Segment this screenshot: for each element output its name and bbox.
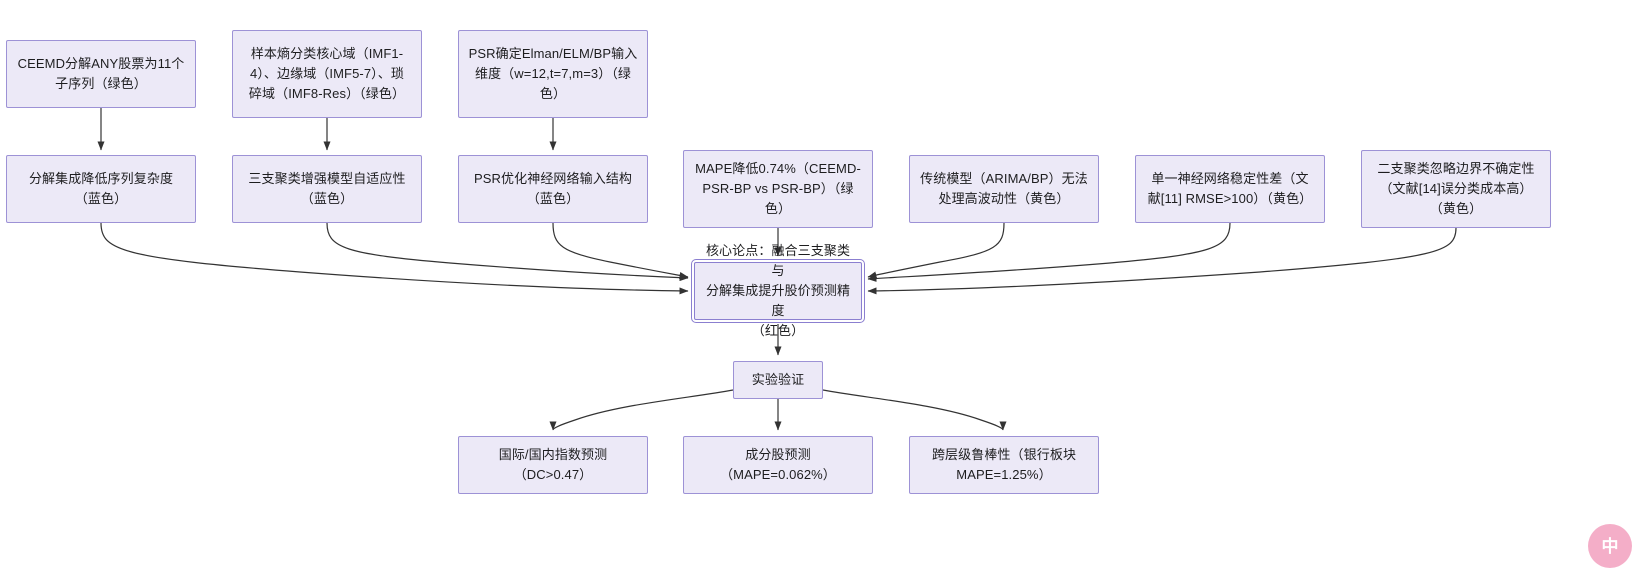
node-label: 国际/国内指数预测 （DC>0.47）: [498, 447, 608, 482]
node-label: MAPE降低0.74%（CEEMD- PSR-BP vs PSR-BP）（绿 色…: [695, 161, 861, 216]
node-label: PSR确定Elman/ELM/BP输入 维度（w=12,t=7,m=3）（绿 色…: [468, 46, 638, 101]
node-label: 跨层级鲁棒性（银行板块 MAPE=1.25%）: [931, 447, 1077, 482]
watermark-text: 中: [1601, 536, 1619, 556]
node-label: 传统模型（ARIMA/BP）无法 处理高波动性（黄色）: [920, 171, 1088, 206]
edge-n12-to-n15: [822, 389, 1007, 431]
node-n12[interactable]: 实验验证: [733, 361, 823, 399]
node-n3[interactable]: PSR确定Elman/ELM/BP输入 维度（w=12,t=7,m=3）（绿 色…: [458, 30, 648, 118]
watermark-badge: 中: [1588, 524, 1632, 568]
node-n9[interactable]: 单一神经网络稳定性差（文 献[11] RMSE>100）（黄色）: [1135, 155, 1325, 223]
node-label: 单一神经网络稳定性差（文 献[11] RMSE>100）（黄色）: [1147, 171, 1313, 206]
node-n2[interactable]: 样本熵分类核心域（IMF1- 4）、边缘域（IMF5-7）、琐 碎域（IMF8-…: [232, 30, 422, 118]
edge-n8-to-n11: [867, 222, 1005, 279]
edge-n4-to-n11: [100, 222, 689, 295]
edge-n10-to-n11: [867, 227, 1457, 295]
node-n13[interactable]: 国际/国内指数预测 （DC>0.47）: [458, 436, 648, 494]
node-n6[interactable]: PSR优化神经网络输入结构 （蓝色）: [458, 155, 648, 223]
node-n8[interactable]: 传统模型（ARIMA/BP）无法 处理高波动性（黄色）: [909, 155, 1099, 223]
node-n14[interactable]: 成分股预测 （MAPE=0.062%）: [683, 436, 873, 494]
node-label: 样本熵分类核心域（IMF1- 4）、边缘域（IMF5-7）、琐 碎域（IMF8-…: [248, 46, 406, 101]
edge-n12-to-n13: [549, 389, 734, 431]
node-n1[interactable]: CEEMD分解ANY股票为11个 子序列（绿色）: [6, 40, 196, 108]
node-n7[interactable]: MAPE降低0.74%（CEEMD- PSR-BP vs PSR-BP）（绿 色…: [683, 150, 873, 228]
node-label: 核心论点：融合三支聚类与 分解集成提升股价预测精度 （红色）: [705, 243, 851, 338]
edge-n9-to-n11: [867, 222, 1231, 282]
node-label: PSR优化神经网络输入结构 （蓝色）: [473, 171, 633, 206]
edge-n5-to-n11: [326, 222, 689, 282]
node-label: 实验验证: [751, 372, 805, 387]
node-label: 二支聚类忽略边界不确定性 （文献[14]误分类成本高） （黄色）: [1377, 161, 1535, 216]
node-n15[interactable]: 跨层级鲁棒性（银行板块 MAPE=1.25%）: [909, 436, 1099, 494]
node-label: 分解集成降低序列复杂度 （蓝色）: [28, 171, 174, 206]
node-n4[interactable]: 分解集成降低序列复杂度 （蓝色）: [6, 155, 196, 223]
edge-n6-to-n11: [552, 222, 689, 279]
node-n11[interactable]: 核心论点：融合三支聚类与 分解集成提升股价预测精度 （红色）: [691, 243, 865, 338]
node-n10[interactable]: 二支聚类忽略边界不确定性 （文献[14]误分类成本高） （黄色）: [1361, 150, 1551, 228]
node-n5[interactable]: 三支聚类增强模型自适应性 （蓝色）: [232, 155, 422, 223]
node-label: 成分股预测 （MAPE=0.062%）: [720, 447, 836, 482]
node-label: CEEMD分解ANY股票为11个 子序列（绿色）: [17, 56, 185, 91]
node-label: 三支聚类增强模型自适应性 （蓝色）: [248, 171, 406, 206]
